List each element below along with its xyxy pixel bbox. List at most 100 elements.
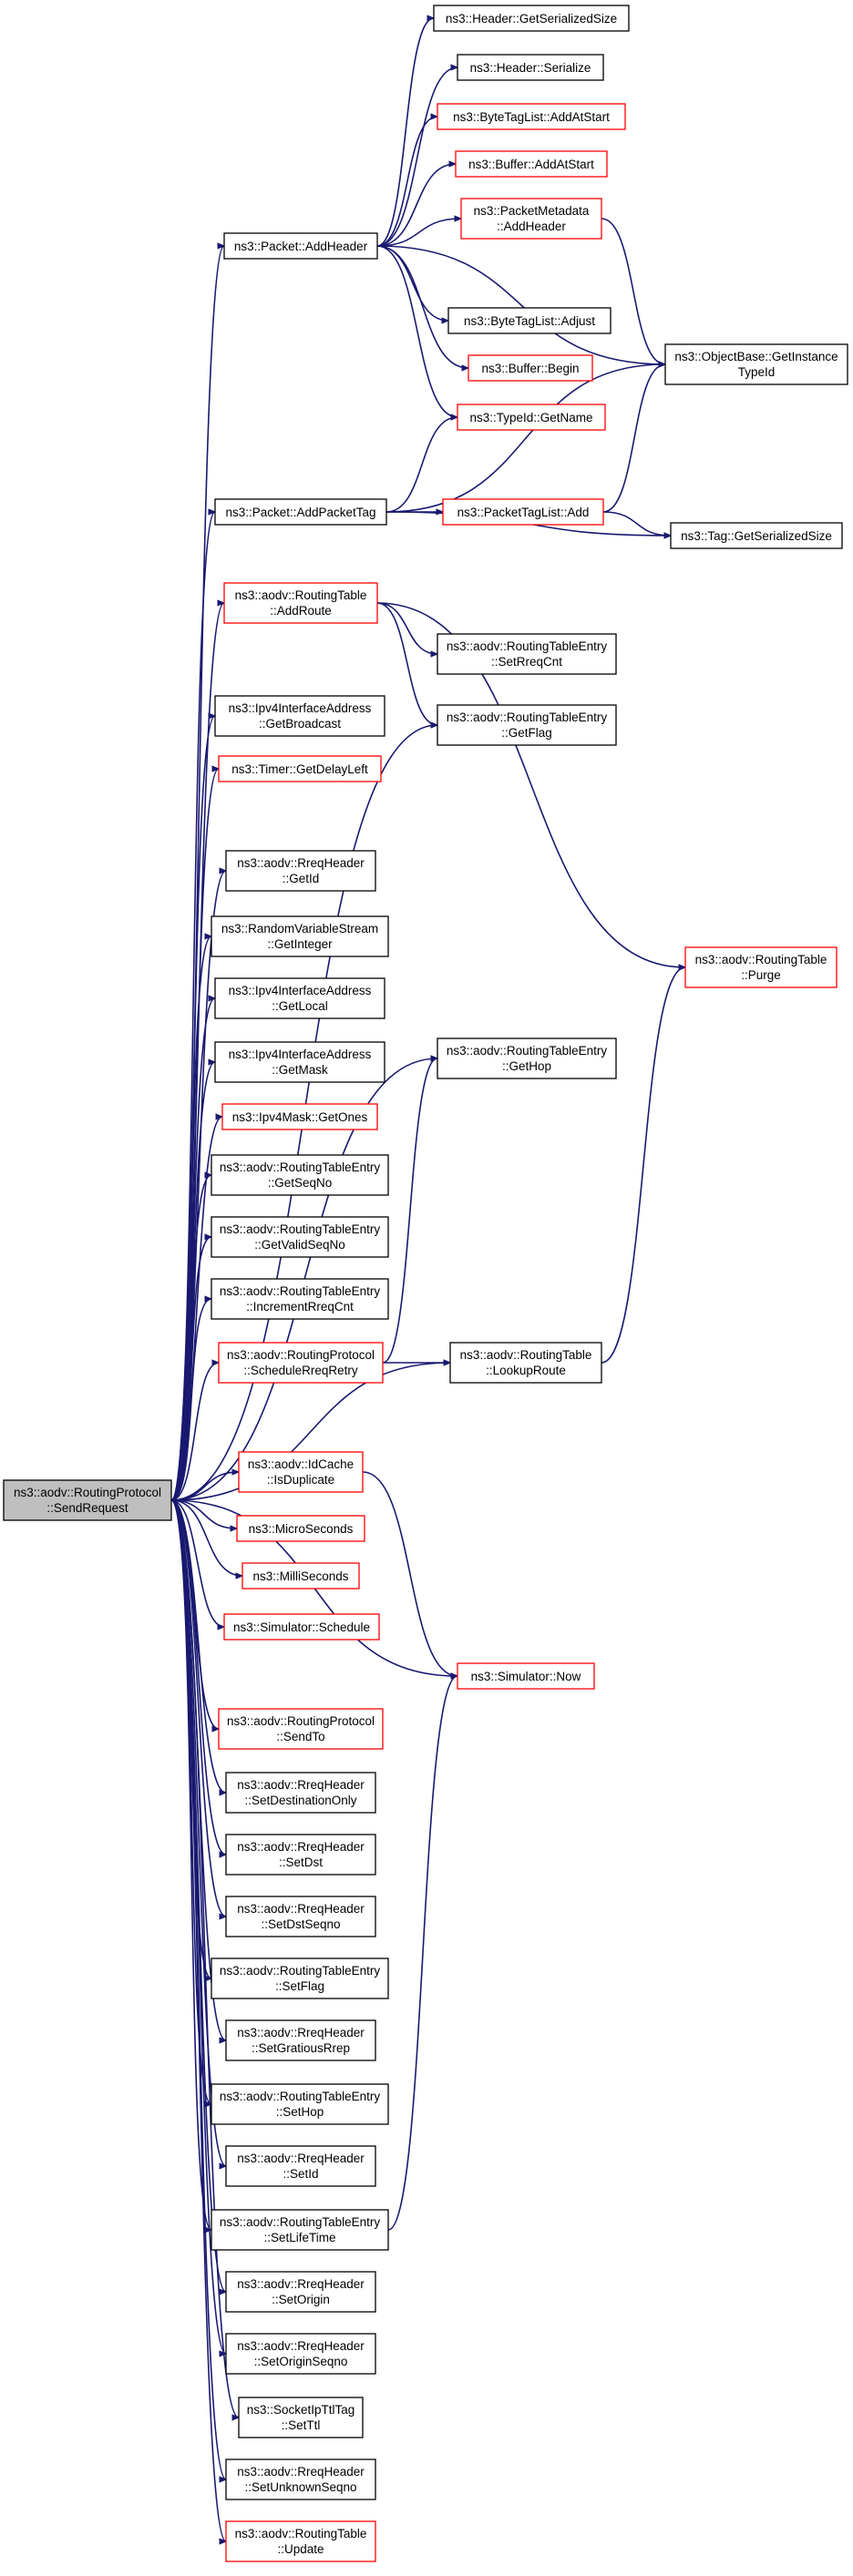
- node-label-line: ns3::Ipv4InterfaceAddress: [229, 701, 372, 715]
- node-ipv4ia-getlocal[interactable]: ns3::Ipv4InterfaceAddress::GetLocal: [214, 977, 385, 1019]
- node-box: [218, 755, 382, 782]
- node-label-line: ns3::aodv::RoutingTableEntry: [220, 2090, 381, 2103]
- node-rt-purge[interactable]: ns3::aodv::RoutingTable::Purge: [684, 946, 838, 988]
- node-box: [3, 1479, 172, 1521]
- edge-pkt-addheader-to-ob-gettypeid: [376, 245, 665, 364]
- edge-root-to-rreq-setoriginseqno: [170, 1499, 227, 2354]
- node-box: [238, 1451, 364, 1493]
- edge-pkt-addheader-to-hdr-serialize: [376, 67, 457, 247]
- node-label-line: ns3::aodv::RreqHeader: [237, 1778, 365, 1792]
- node-pkt-addpackettag[interactable]: ns3::Packet::AddPacketTag: [214, 498, 387, 526]
- node-box: [225, 2520, 376, 2562]
- node-label-line: ::SetGratiousRrep: [252, 2041, 350, 2055]
- node-tag-getsize[interactable]: ns3::Tag::GetSerializedSize: [670, 522, 843, 549]
- node-label-line: ns3::Header::Serialize: [470, 61, 591, 75]
- node-rte-gethop[interactable]: ns3::aodv::RoutingTableEntry::GetHop: [437, 1038, 617, 1079]
- node-btl-addatstart[interactable]: ns3::ByteTagList::AddAtStart: [437, 103, 626, 130]
- node-rp-schedulerreqretry[interactable]: ns3::aodv::RoutingProtocol::ScheduleRreq…: [218, 1342, 384, 1384]
- node-box: [457, 404, 606, 431]
- node-hdr-getsize[interactable]: ns3::Header::GetSerializedSize: [433, 5, 630, 32]
- node-rte-getseqno[interactable]: ns3::aodv::RoutingTableEntry::GetSeqNo: [211, 1154, 389, 1196]
- edge-root-to-pkt-addpackettag: [170, 512, 216, 1501]
- node-rte-incrementrreqcnt[interactable]: ns3::aodv::RoutingTableEntry::IncrementR…: [211, 1278, 389, 1320]
- node-rreq-setoriginseqno[interactable]: ns3::aodv::RreqHeader::SetOriginSeqno: [225, 2333, 376, 2375]
- node-btl-adjust[interactable]: ns3::ByteTagList::Adjust: [447, 307, 611, 334]
- node-rte-sethop[interactable]: ns3::aodv::RoutingTableEntry::SetHop: [211, 2083, 389, 2125]
- node-label-line: ::Purge: [741, 968, 781, 982]
- node-buf-addatstart[interactable]: ns3::Buffer::AddAtStart: [455, 150, 608, 178]
- node-label-line: ns3::MicroSeconds: [249, 1522, 354, 1536]
- node-sipttl-setttl[interactable]: ns3::SocketIpTtlTag::SetTtl: [238, 2397, 364, 2438]
- node-rt-update[interactable]: ns3::aodv::RoutingTable::Update: [225, 2520, 376, 2562]
- node-box: [442, 498, 604, 526]
- node-timer-getdelayleft[interactable]: ns3::Timer::GetDelayLeft: [218, 755, 382, 782]
- node-typeid-getname[interactable]: ns3::TypeId::GetName: [457, 404, 606, 431]
- node-rte-getvalidseqno[interactable]: ns3::aodv::RoutingTableEntry::GetValidSe…: [211, 1216, 389, 1258]
- node-label-line: ::SendRequest: [46, 1501, 128, 1515]
- edge-pkt-addheader-to-hdr-getsize: [376, 18, 434, 247]
- node-label-line: ns3::Ipv4Mask::GetOnes: [232, 1110, 368, 1124]
- edge-root-to-rt-update: [170, 1499, 227, 2541]
- node-root[interactable]: ns3::aodv::RoutingProtocol::SendRequest: [3, 1479, 172, 1521]
- node-box: [211, 2083, 389, 2125]
- node-label-line: ns3::RandomVariableStream: [221, 922, 378, 935]
- node-box: [218, 1342, 384, 1384]
- edge-pkt-addpackettag-to-ob-gettypeid: [385, 364, 665, 513]
- node-label-line: ns3::Buffer::Begin: [481, 362, 579, 375]
- node-label-line: ::SetTtl: [282, 2418, 321, 2432]
- node-label-line: ::SetOriginSeqno: [254, 2355, 348, 2368]
- node-box: [437, 633, 617, 675]
- node-rreq-setid[interactable]: ns3::aodv::RreqHeader::SetId: [225, 2145, 376, 2187]
- node-sim-now[interactable]: ns3::Simulator::Now: [457, 1662, 595, 1690]
- node-label-line: ::SetDestinationOnly: [244, 1794, 356, 1807]
- node-box: [447, 307, 611, 334]
- node-rreq-setdstseqno[interactable]: ns3::aodv::RreqHeader::SetDstSeqno: [225, 1896, 376, 1937]
- node-sim-schedule[interactable]: ns3::Simulator::Schedule: [223, 1613, 380, 1641]
- node-pm-addheader[interactable]: ns3::PacketMetadata::AddHeader: [460, 198, 602, 240]
- node-rte-setflag[interactable]: ns3::aodv::RoutingTableEntry::SetFlag: [211, 1958, 389, 1999]
- node-box: [214, 1041, 385, 1083]
- node-rreq-setunknownseqno[interactable]: ns3::aodv::RreqHeader::SetUnknownSeqno: [225, 2458, 376, 2500]
- node-rreq-getid[interactable]: ns3::aodv::RreqHeader::GetId: [225, 850, 376, 892]
- node-pkt-addheader[interactable]: ns3::Packet::AddHeader: [223, 232, 378, 260]
- node-label-line: ns3::Buffer::AddAtStart: [468, 158, 594, 171]
- node-box: [223, 232, 378, 260]
- node-label-line: ::SetId: [283, 2167, 318, 2181]
- edge-root-to-rp-schedulerreqretry: [170, 1363, 219, 1501]
- node-microseconds[interactable]: ns3::MicroSeconds: [236, 1515, 365, 1542]
- node-rreq-setorigin[interactable]: ns3::aodv::RreqHeader::SetOrigin: [225, 2271, 376, 2313]
- node-box: [437, 704, 617, 746]
- node-label-line: ns3::ObjectBase::GetInstance: [674, 350, 838, 363]
- edge-pkt-addheader-to-typeid-getname: [376, 245, 457, 417]
- node-idcache-isduplicate[interactable]: ns3::aodv::IdCache::IsDuplicate: [238, 1451, 364, 1493]
- node-box: [457, 1662, 595, 1690]
- node-rreq-setdestonly[interactable]: ns3::aodv::RreqHeader::SetDestinationOnl…: [225, 1772, 376, 1814]
- node-rt-lookuproute[interactable]: ns3::aodv::RoutingTable::LookupRoute: [449, 1342, 602, 1384]
- node-label-line: ::GetSeqNo: [268, 1176, 333, 1190]
- node-label-line: ns3::aodv::RoutingProtocol: [227, 1348, 375, 1362]
- node-hdr-serialize[interactable]: ns3::Header::Serialize: [457, 54, 604, 81]
- node-box: [211, 1216, 389, 1258]
- node-rt-addroute[interactable]: ns3::aodv::RoutingTable::AddRoute: [223, 582, 378, 624]
- node-rp-sendto[interactable]: ns3::aodv::RoutingProtocol::SendTo: [218, 1708, 384, 1750]
- node-milliseconds[interactable]: ns3::MilliSeconds: [242, 1562, 360, 1590]
- node-rvs-getinteger[interactable]: ns3::RandomVariableStream::GetInteger: [211, 915, 389, 957]
- node-box: [225, 2458, 376, 2500]
- node-rte-setlifetime[interactable]: ns3::aodv::RoutingTableEntry::SetLifeTim…: [211, 2209, 389, 2251]
- edge-pkt-addheader-to-pm-addheader: [376, 219, 461, 247]
- node-box: [214, 977, 385, 1019]
- node-ipv4ia-getmask[interactable]: ns3::Ipv4InterfaceAddress::GetMask: [214, 1041, 385, 1083]
- node-label-line: ns3::PacketMetadata: [474, 204, 590, 218]
- node-buf-begin[interactable]: ns3::Buffer::Begin: [468, 354, 593, 382]
- node-ipv4mask-getones[interactable]: ns3::Ipv4Mask::GetOnes: [221, 1103, 378, 1130]
- node-rte-getflag[interactable]: ns3::aodv::RoutingTableEntry::GetFlag: [437, 704, 617, 746]
- node-ipv4ia-getbroadcast[interactable]: ns3::Ipv4InterfaceAddress::GetBroadcast: [214, 695, 385, 737]
- node-ptl-add[interactable]: ns3::PacketTagList::Add: [442, 498, 604, 526]
- node-label-line: ::SendTo: [276, 1730, 324, 1743]
- node-box: [670, 522, 843, 549]
- node-label-line: ::GetId: [283, 872, 320, 885]
- node-rreq-setgratiousrrep[interactable]: ns3::aodv::RreqHeader::SetGratiousRrep: [225, 2019, 376, 2061]
- node-rreq-setdst[interactable]: ns3::aodv::RreqHeader::SetDst: [225, 1834, 376, 1876]
- node-rte-setrreqcnt[interactable]: ns3::aodv::RoutingTableEntry::SetRreqCnt: [437, 633, 617, 675]
